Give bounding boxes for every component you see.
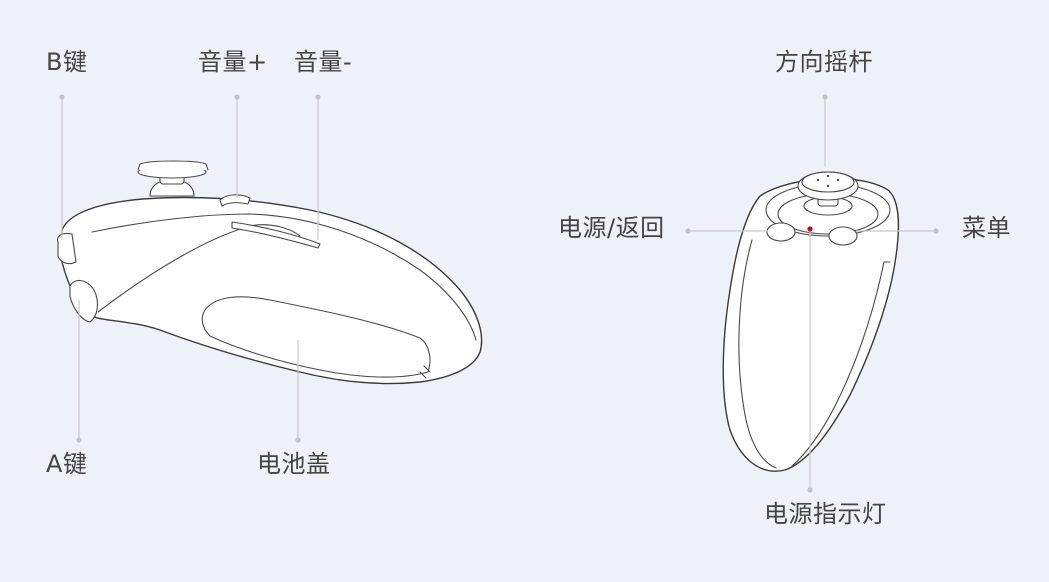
label-a-key: A键 — [46, 450, 88, 478]
a-key-shape — [69, 279, 99, 323]
battery-cover-shape — [201, 296, 431, 378]
volume-down-shape — [231, 221, 321, 249]
left-controller — [57, 160, 483, 385]
label-battery-cover: 电池盖 — [257, 450, 331, 478]
power-back-button-shape — [766, 222, 796, 242]
b-key-shape — [57, 232, 77, 265]
leader-lines — [59, 94, 939, 493]
label-power-indicator: 电源指示灯 — [764, 500, 887, 528]
power-indicator-light — [807, 226, 813, 232]
right-controller — [722, 171, 900, 472]
menu-button-shape — [828, 226, 858, 246]
label-b-key: B键 — [46, 48, 88, 76]
left-joystick — [137, 160, 209, 197]
label-power-back: 电源/返回 — [558, 214, 665, 242]
volume-up-shape — [219, 194, 251, 207]
right-controller-body — [722, 177, 900, 472]
label-menu: 菜单 — [962, 214, 1011, 242]
label-volume-up: 音量+ — [198, 48, 268, 76]
label-volume-down: 音量- — [294, 48, 353, 76]
label-joystick: 方向摇杆 — [775, 48, 873, 76]
right-joystick — [797, 171, 859, 216]
